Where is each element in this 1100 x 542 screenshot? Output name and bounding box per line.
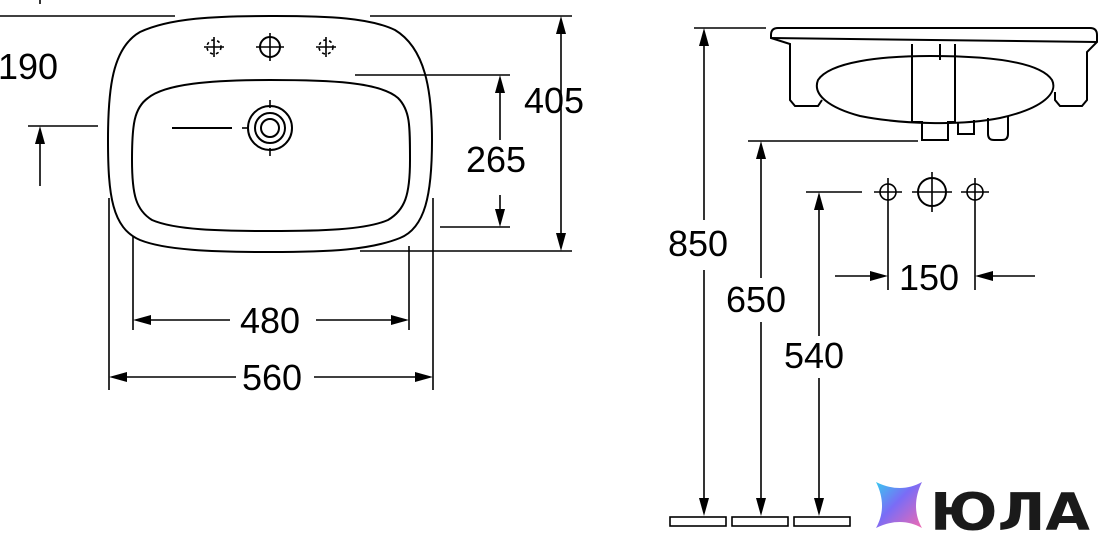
floor-block bbox=[793, 516, 851, 527]
logo-text: ЮЛА bbox=[930, 483, 1090, 542]
tap-hole-side-left-icon bbox=[874, 178, 902, 206]
basin-top-view: 190 405 265 480 560 bbox=[0, 0, 584, 398]
tap-hole-right-icon bbox=[316, 37, 336, 57]
dimension-405: 405 bbox=[524, 80, 584, 121]
dimension-850: 850 bbox=[668, 223, 728, 264]
dimension-650: 650 bbox=[726, 279, 786, 320]
siphon bbox=[911, 44, 956, 141]
tap-hole-left-icon bbox=[204, 37, 224, 57]
star-logo-icon bbox=[876, 482, 922, 528]
dimension-480: 480 bbox=[240, 300, 300, 341]
dimension-560: 560 bbox=[242, 357, 302, 398]
overflow-icon bbox=[242, 100, 293, 156]
dimension-190: 190 bbox=[0, 46, 58, 87]
dimension-540: 540 bbox=[784, 335, 844, 376]
dimension-265: 265 bbox=[466, 139, 526, 180]
yula-logo: ЮЛА bbox=[876, 482, 1090, 542]
basin-side-rim bbox=[778, 27, 1098, 107]
floor-block bbox=[669, 516, 727, 527]
tap-hole-side-right-icon bbox=[961, 178, 989, 206]
tap-hole-side-center-icon bbox=[912, 172, 952, 212]
basin-side-view: 150 850 650 540 bbox=[668, 27, 1098, 527]
basin-inner-bowl bbox=[130, 78, 412, 233]
floor-block bbox=[731, 516, 789, 527]
tap-hole-center-icon bbox=[256, 33, 284, 61]
basin-side-bowl bbox=[815, 54, 1055, 125]
dimension-150: 150 bbox=[899, 257, 959, 298]
basin-outer-rim bbox=[106, 15, 434, 254]
